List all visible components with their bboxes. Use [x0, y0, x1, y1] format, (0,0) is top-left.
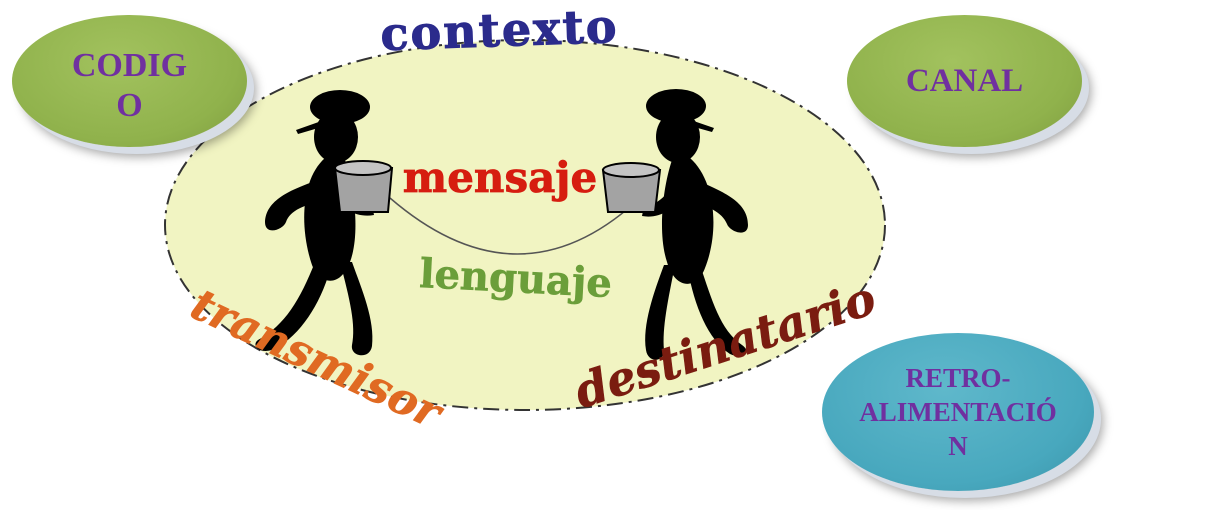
retroalimentacion-bubble: RETRO- ALIMENTACIÓ N — [822, 333, 1094, 491]
retro-bubble-line2: ALIMENTACIÓ — [859, 397, 1057, 427]
receiver-can — [601, 162, 662, 213]
canal-bubble: CANAL — [847, 15, 1082, 147]
string-channel — [389, 197, 641, 255]
retro-bubble-line1: RETRO- — [905, 363, 1011, 393]
mensaje-label: mensaje — [403, 153, 597, 202]
codigo-bubble: CODIG O — [12, 15, 247, 147]
codigo-bubble-line1: CODIG — [71, 47, 188, 84]
codigo-bubble-line2: O — [116, 87, 143, 124]
transmitter-can — [333, 160, 394, 213]
canal-bubble-label: CANAL — [905, 62, 1024, 99]
contexto-label: contexto — [380, 0, 620, 61]
retro-bubble-line3: N — [948, 431, 968, 461]
lenguaje-label: lenguaje — [418, 250, 613, 307]
